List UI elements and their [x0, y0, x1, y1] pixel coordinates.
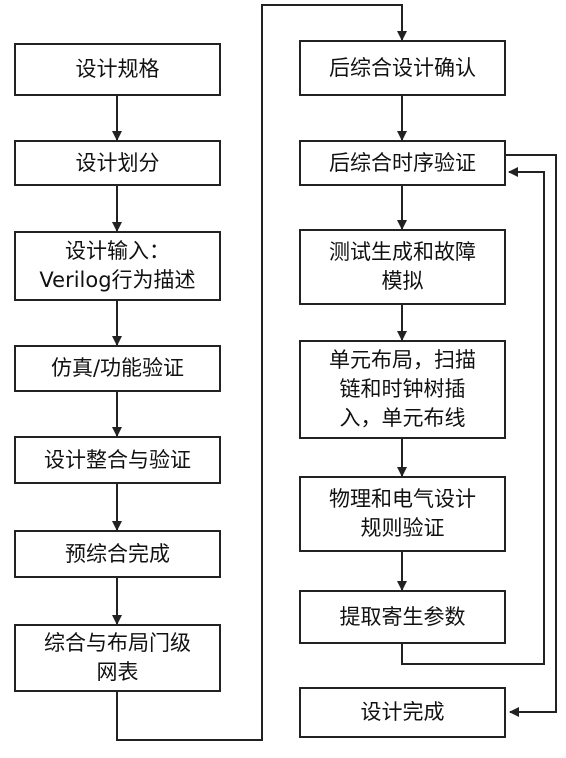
step-design-partition: 设计划分 [14, 140, 221, 186]
step-design-rule-check: 物理和电气设计 规则验证 [299, 476, 506, 552]
step-test-generation: 测试生成和故障 模拟 [299, 229, 506, 305]
feedback-extract-to-timing [401, 167, 545, 665]
step-synthesis-netlist: 综合与布局门级 网表 [14, 624, 221, 692]
step-design-spec: 设计规格 [14, 43, 221, 96]
step-postsynth-timing: 后综合时序验证 [299, 140, 506, 186]
step-extract-parasitics: 提取寄生参数 [299, 590, 506, 644]
step-integration: 设计整合与验证 [14, 436, 221, 484]
step-design-complete: 设计完成 [299, 687, 506, 738]
step-place-route: 单元布局，扫描 链和时钟树插 入，单元布线 [299, 340, 506, 439]
step-design-entry: 设计输入： Verilog行为描述 [14, 231, 221, 301]
step-presynthesis: 预综合完成 [14, 530, 221, 578]
connector-synth-to-postsynth-confirm [116, 4, 407, 741]
step-postsynth-confirm: 后综合设计确认 [299, 40, 506, 96]
connector-timing-to-done [505, 154, 557, 717]
step-simulation: 仿真/功能验证 [14, 345, 221, 392]
